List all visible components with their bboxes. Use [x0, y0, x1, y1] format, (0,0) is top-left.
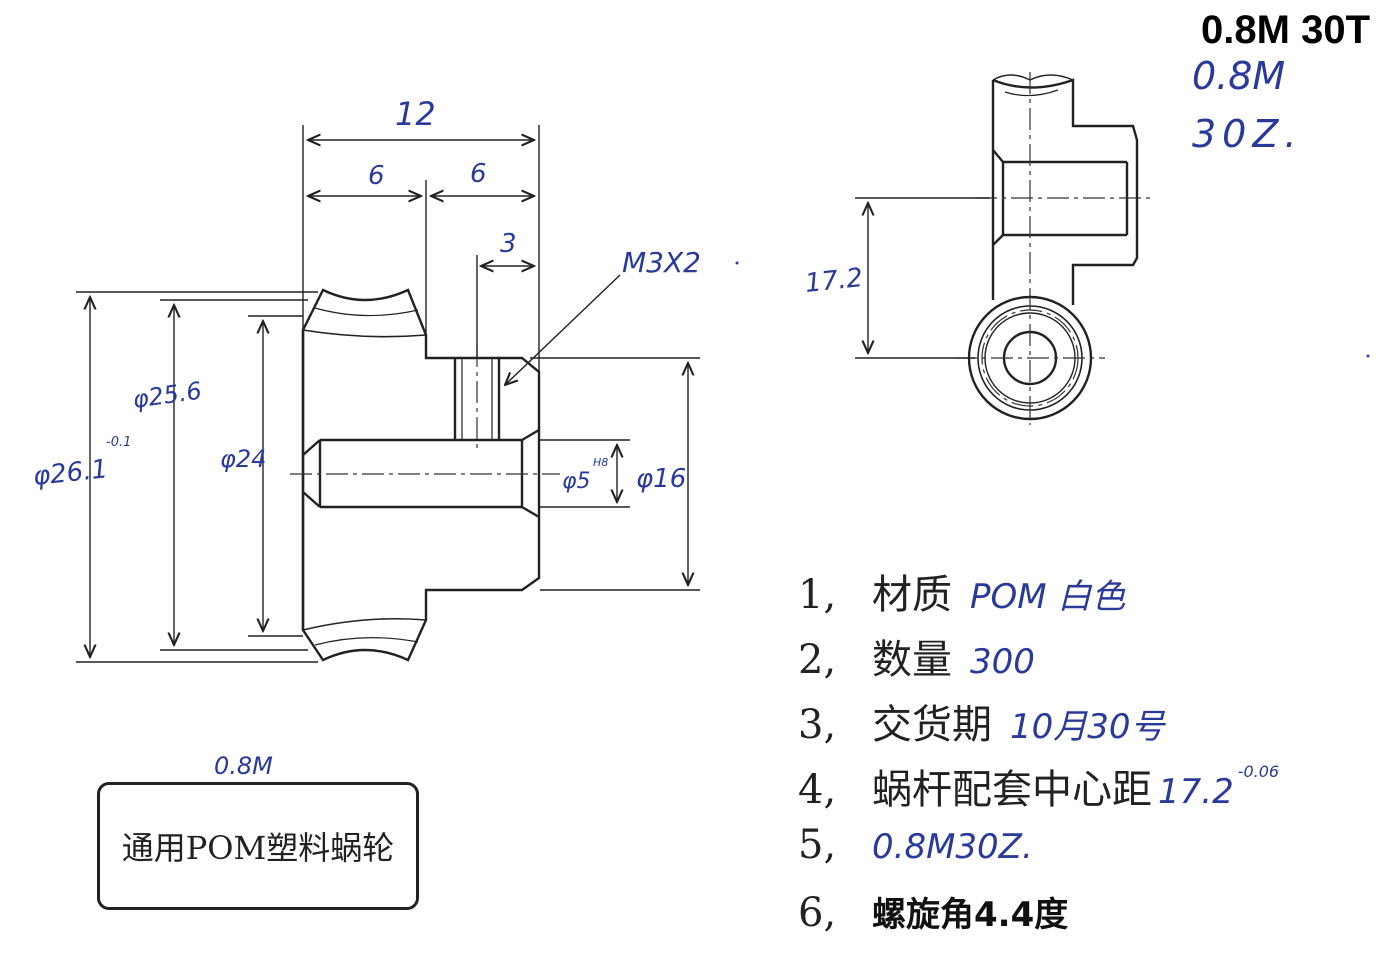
note-number: 1,: [798, 572, 837, 618]
note-4: 4, 蜗杆配套中心距 17.2 -0.06: [798, 757, 1280, 813]
dim-left-text: 6: [368, 161, 385, 191]
dia-bore-text: φ5: [562, 469, 591, 494]
rim-bottom-inner: [314, 637, 419, 646]
note-number: 3,: [798, 702, 837, 748]
note-number: 5,: [798, 822, 837, 868]
side-view: [967, 74, 1139, 421]
note-value: 17.2: [1158, 772, 1234, 812]
front-dimensions: [76, 125, 700, 663]
side-dimensions: [855, 197, 990, 359]
dia-bore-fit-text: H8: [593, 456, 608, 469]
note-2: 2, 数量 300: [798, 627, 1035, 683]
dim-overall-text: 12: [395, 95, 436, 133]
note-value: 300: [970, 642, 1035, 682]
side-centerlines: [955, 72, 1150, 425]
note-number: 4,: [798, 767, 837, 813]
note-label: 交货期: [872, 702, 992, 748]
drawing-title: 0.8M 30T: [1201, 8, 1370, 52]
rim-top-arc: [302, 329, 427, 338]
dim-hole-offset-text: 3: [500, 229, 517, 259]
rim-top-inner: [314, 307, 419, 317]
dia-pitch-text: φ24: [220, 445, 266, 473]
note-label: 材质: [872, 572, 952, 618]
label-box-module: 0.8M: [214, 752, 273, 780]
dim-right-text: 6: [470, 159, 487, 189]
rim-bottom-arc: [302, 617, 427, 631]
note-tolerance: -0.06: [1237, 762, 1280, 781]
bore-left-chamfer-top: [302, 439, 321, 456]
note-value: POM 白色: [970, 577, 1126, 617]
front-view: [301, 288, 541, 662]
note-label: 蜗杆配套中心距: [872, 767, 1152, 813]
bore-right-chamfer-bottom: [521, 505, 540, 519]
bore-right-chamfer-top: [521, 428, 540, 442]
note-value: 0.8M30Z.: [872, 827, 1033, 867]
module-annotation: 0.8M: [1192, 54, 1286, 98]
hub-outline: [992, 78, 1139, 305]
bore-left-chamfer-bottom: [302, 491, 321, 508]
dia-hub-text: φ16: [636, 464, 686, 494]
teeth-annotation: 30Z.: [1192, 112, 1303, 156]
dia-outer-text: φ26.1: [32, 454, 110, 492]
note-5: 5, 0.8M30Z.: [798, 822, 1033, 874]
note-label: 数量: [872, 637, 952, 683]
note-number: 6,: [798, 890, 837, 936]
front-centerlines: [290, 345, 560, 475]
note-6: 6, 螺旋角4.4度: [798, 887, 1068, 939]
center-distance-text: 17.2: [804, 263, 865, 299]
note-1: 1, 材质 POM 白色: [798, 562, 1125, 618]
thread-spec-text: M3X2: [622, 246, 701, 279]
dia-throat-text: φ25.6: [131, 377, 204, 414]
note-3: 3, 交货期 10月30号: [798, 692, 1165, 748]
note-value: 10月30号: [1010, 707, 1165, 747]
note-value: 螺旋角4.4度: [872, 895, 1069, 935]
note-number: 2,: [798, 637, 837, 683]
part-name: 通用POM塑料蜗轮: [121, 829, 395, 867]
dia-outer-tol-text: -0.1: [106, 435, 131, 450]
gear-body-outline: [301, 288, 541, 662]
part-name-box: 通用POM塑料蜗轮: [97, 782, 419, 910]
